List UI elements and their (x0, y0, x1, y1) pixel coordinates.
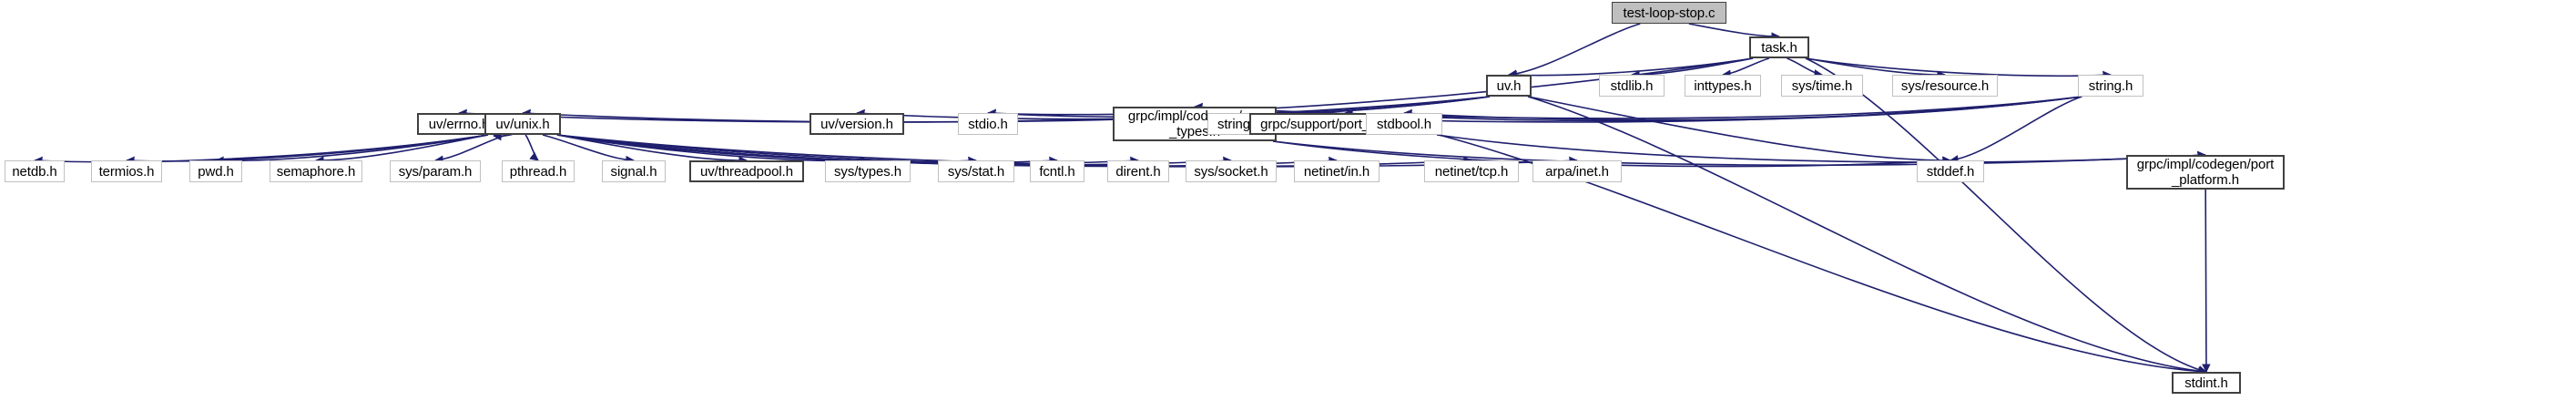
graph-node-stddef-h[interactable]: stddef.h (1917, 160, 1984, 182)
graph-node-sys-param-h[interactable]: sys/param.h (390, 160, 481, 182)
graph-node-stdio-h[interactable]: stdio.h (958, 113, 1018, 135)
graph-edge (2202, 189, 2211, 373)
graph-node-termios-h[interactable]: termios.h (91, 160, 162, 182)
graph-edge (987, 57, 1754, 118)
graph-edge (315, 134, 489, 165)
graph-node-uv-threadpool-h[interactable]: uv/threadpool.h (689, 160, 804, 182)
graph-node-netinet-tcp-h[interactable]: netinet/tcp.h (1424, 160, 1519, 182)
graph-node-netdb-h[interactable]: netdb.h (5, 160, 65, 182)
graph-edge (1508, 23, 1641, 78)
graph-edge (1436, 134, 2206, 163)
graph-node-dirent-h[interactable]: dirent.h (1107, 160, 1169, 182)
graph-node-arpa-inet-h[interactable]: arpa/inet.h (1532, 160, 1622, 182)
graph-edge (1688, 23, 1780, 41)
graph-node-sys-resource-h[interactable]: sys/resource.h (1892, 75, 1998, 97)
graph-edge (542, 134, 635, 165)
graph-node-sys-stat-h[interactable]: sys/stat.h (938, 160, 1014, 182)
graph-node-netinet-in-h[interactable]: netinet/in.h (1294, 160, 1380, 182)
graph-node-pwd-h[interactable]: pwd.h (189, 160, 242, 182)
graph-node-stdint-h[interactable]: stdint.h (2172, 372, 2241, 394)
graph-edge (1508, 57, 1754, 80)
graph-node-uv-unix-h[interactable]: uv/unix.h (484, 113, 561, 135)
graph-node-grpc-impl-codegen-port-platform-h[interactable]: grpc/impl/codegen/port _platform.h (2126, 155, 2285, 190)
graph-node-fcntl-h[interactable]: fcntl.h (1030, 160, 1084, 182)
graph-edge (1194, 96, 2082, 119)
graph-edge (1403, 96, 2082, 121)
graph-node-uv-version-h[interactable]: uv/version.h (809, 113, 904, 135)
graph-node-stdbool-h[interactable]: stdbool.h (1366, 113, 1442, 135)
graph-node-signal-h[interactable]: signal.h (602, 160, 666, 182)
graph-node-semaphore-h[interactable]: semaphore.h (270, 160, 362, 182)
graph-edge (1527, 96, 2207, 375)
graph-node-sys-socket-h[interactable]: sys/socket.h (1186, 160, 1277, 182)
graph-edge (1722, 57, 1770, 79)
graph-edge (1805, 57, 2112, 80)
graph-node-uv-h[interactable]: uv.h (1486, 75, 1532, 97)
graph-node-string-h[interactable]: string.h (2078, 75, 2143, 97)
graph-node-sys-time-h[interactable]: sys/time.h (1781, 75, 1863, 97)
graph-node-inttypes-h[interactable]: inttypes.h (1685, 75, 1761, 97)
graph-node-task-h[interactable]: task.h (1749, 36, 1809, 58)
graph-edge (1787, 57, 1823, 78)
graph-node-pthread-h[interactable]: pthread.h (502, 160, 575, 182)
graph-node-stdlib-h[interactable]: stdlib.h (1599, 75, 1665, 97)
graph-edge (215, 134, 489, 166)
graph-edge (524, 134, 539, 161)
graph-edge (1527, 96, 1951, 165)
graph-node-sys-types-h[interactable]: sys/types.h (825, 160, 911, 182)
graph-edge (434, 134, 507, 165)
graph-node-test-loop-stop-c[interactable]: test-loop-stop.c (1612, 2, 1726, 24)
graph-edge (1950, 96, 2082, 164)
